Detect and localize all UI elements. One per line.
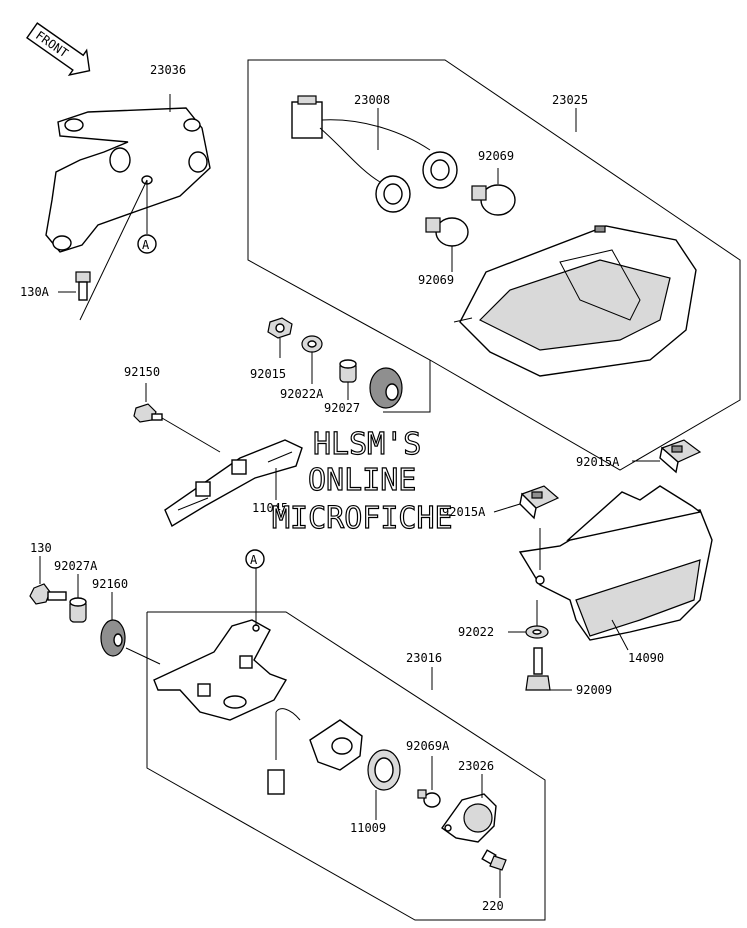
label-92009: 92009: [576, 683, 612, 697]
collar-92027-part: [339, 359, 357, 383]
bulb-upper-part: [471, 184, 516, 216]
tail-lamp-part: [453, 225, 697, 377]
license-light-assembly-outline: [146, 611, 546, 921]
clip-nut-mid-part: [519, 485, 560, 520]
bulb-92069a-part: [417, 789, 441, 808]
taillight-assembly-outline: [247, 59, 741, 471]
bulb-lower-part: [425, 217, 469, 247]
license-bracket-part: [153, 619, 288, 721]
callout-a-marker-lower: [245, 549, 265, 569]
label-92069-top: 92069: [478, 149, 514, 163]
watermark-line-2: ONLINE: [308, 463, 416, 498]
washer-92022a-part: [301, 335, 323, 353]
gasket-11009-part: [367, 749, 401, 791]
rear-cover-part: [518, 485, 713, 641]
label-92069-mid: 92069: [418, 273, 454, 287]
label-92069a: 92069A: [406, 739, 450, 753]
label-23026: 23026: [458, 759, 494, 773]
label-14090: 14090: [628, 651, 664, 665]
collar-92027a-part: [69, 597, 87, 623]
label-92022: 92022: [458, 625, 494, 639]
washer-92022-part: [525, 625, 549, 639]
label-92015: 92015: [250, 367, 286, 381]
upper-bracket-part: [45, 107, 211, 253]
label-92015a-right: 92015A: [576, 455, 620, 469]
bolt-92009-part: [525, 647, 551, 691]
bolt-130-part: [29, 583, 67, 605]
label-92160: 92160: [92, 577, 128, 591]
taillight-harness-part: [291, 95, 458, 213]
bolt-92150-part: [133, 403, 163, 423]
label-92015a-mid: 92015A: [442, 505, 486, 519]
watermark-line-3: MICROFICHE: [272, 501, 453, 536]
label-92150: 92150: [124, 365, 160, 379]
license-lamp-socket-part: [267, 708, 363, 795]
label-220: 220: [482, 899, 504, 913]
label-130a: 130A: [20, 285, 50, 299]
front-arrow-icon: FRONT: [26, 22, 91, 76]
grommet-callout-line: [383, 360, 431, 413]
callout-a-text-lower: A: [250, 553, 258, 567]
label-92027a: 92027A: [54, 559, 98, 573]
callout-a-marker-upper: [137, 234, 157, 254]
label-23008: 23008: [354, 93, 390, 107]
clip-nut-right-part: [659, 439, 702, 474]
label-92027: 92027: [324, 401, 360, 415]
grommet-92160-part: [100, 619, 126, 657]
label-92022a: 92022A: [280, 387, 324, 401]
label-23016: 23016: [406, 651, 442, 665]
label-130: 130: [30, 541, 52, 555]
label-11045: 11045: [252, 501, 288, 515]
license-lens-part: [441, 793, 497, 843]
watermark-line-1: HLSM'S: [313, 427, 421, 462]
callout-a-text-upper: A: [142, 238, 150, 252]
label-23025: 23025: [552, 93, 588, 107]
screw-220-part: [481, 849, 507, 871]
taillight-bracket-part: [164, 439, 303, 528]
label-23036: 23036: [150, 63, 186, 77]
nut-92015-part: [267, 317, 293, 339]
label-11009: 11009: [350, 821, 386, 835]
grommet-part: [369, 367, 403, 409]
bolt-130a-part: [75, 271, 91, 301]
